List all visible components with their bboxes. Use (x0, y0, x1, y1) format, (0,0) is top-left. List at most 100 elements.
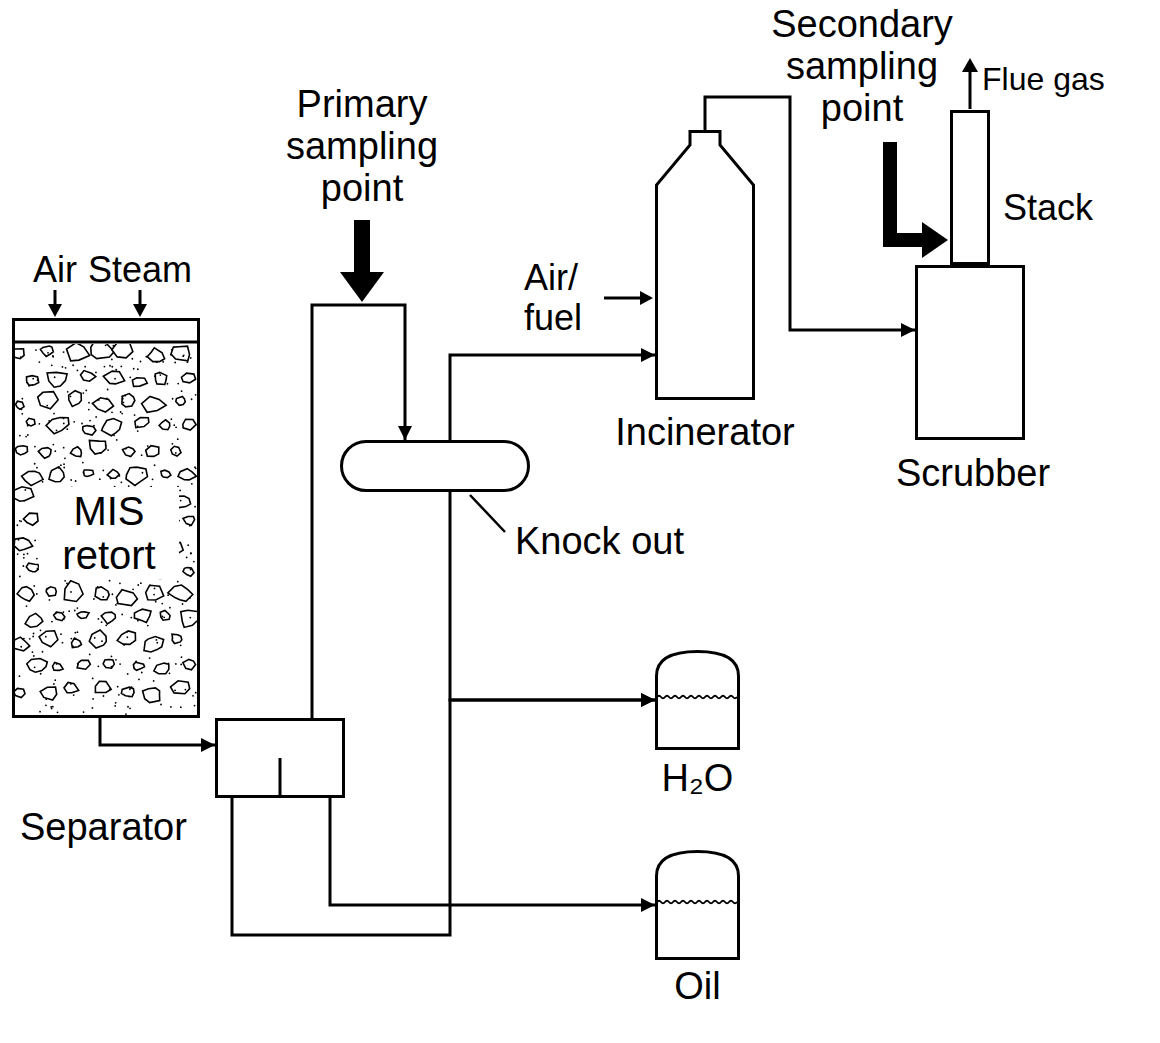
stipple-dot (156, 642, 158, 644)
stipple-dot (55, 612, 57, 614)
stipple-dot (175, 452, 177, 454)
stipple-dot (170, 418, 172, 420)
stipple-dot (110, 666, 112, 668)
stipple-dot (23, 557, 25, 559)
node-label: Oil (615, 966, 780, 1008)
rock (183, 568, 194, 577)
stipple-dot (20, 646, 22, 648)
stipple-dot (19, 675, 21, 677)
stipple-dot (194, 705, 196, 707)
rock (16, 401, 25, 409)
stipple-dot (93, 598, 95, 600)
rock (122, 394, 135, 407)
stipple-dot (111, 366, 113, 368)
storage-tank: Oil (655, 850, 740, 960)
vessel-outline (657, 132, 754, 399)
arrow-head (133, 304, 147, 317)
stipple-dot (63, 611, 65, 613)
stipple-dot (115, 659, 117, 661)
node-label: Knock out (515, 521, 730, 563)
stipple-dot (73, 694, 75, 696)
stipple-dot (25, 436, 27, 438)
rock (27, 659, 48, 673)
stipple-dot (94, 637, 96, 639)
stipple-dot (54, 376, 56, 378)
stipple-dot (177, 581, 179, 583)
arrow-head (48, 304, 62, 317)
stipple-dot (122, 398, 124, 400)
stipple-dot (17, 553, 19, 555)
stipple-dot (19, 576, 21, 578)
stipple-dot (48, 420, 50, 422)
stipple-dot (190, 569, 192, 571)
incinerator-vessel: Incinerator (655, 130, 755, 400)
rock (144, 637, 164, 653)
stipple-dot (64, 580, 66, 582)
stipple-dot (101, 640, 103, 642)
stipple-dot (19, 435, 21, 437)
stipple-dot (75, 480, 77, 482)
rock (72, 638, 82, 648)
stipple-dot (120, 366, 122, 368)
stipple-dot (105, 445, 107, 447)
liquid-level (657, 696, 737, 699)
rock (38, 448, 51, 459)
rock (26, 418, 35, 426)
rock (15, 637, 30, 651)
stipple-dot (111, 593, 113, 595)
rock (15, 349, 24, 359)
stipple-dot (120, 481, 122, 483)
stipple-dot (101, 621, 103, 623)
rock (15, 538, 33, 551)
rock (83, 470, 93, 477)
stipple-dot (95, 416, 97, 418)
stipple-dot (63, 618, 65, 620)
stipple-dot (72, 645, 74, 647)
stipple-dot (115, 369, 117, 371)
stipple-dot (175, 426, 177, 428)
stipple-dot (70, 683, 72, 685)
stipple-dot (58, 467, 60, 469)
stipple-dot (113, 434, 115, 436)
stipple-dot (134, 414, 136, 416)
stipple-dot (106, 398, 108, 400)
rock (54, 612, 65, 621)
sampling-arrow (340, 220, 384, 302)
rock (38, 392, 59, 409)
rock (77, 612, 89, 619)
stipple-dot (33, 585, 35, 587)
stipple-dot (63, 423, 65, 425)
stipple-dot (128, 696, 130, 698)
stipple-dot (184, 689, 186, 691)
rock (147, 348, 164, 362)
rock (22, 471, 43, 485)
rock (46, 587, 56, 596)
stipple-dot (49, 599, 51, 601)
stipple-dot (170, 706, 172, 708)
stipple-dot (68, 610, 70, 612)
rock (117, 631, 135, 645)
rock (83, 426, 96, 436)
bottle-outline (655, 130, 755, 400)
tank-outline (655, 650, 740, 750)
outlet-line (969, 70, 972, 109)
rock (81, 371, 96, 382)
stipple-dot (195, 394, 197, 396)
stipple-dot (83, 711, 85, 713)
stipple-dot (27, 434, 29, 436)
stipple-dot (115, 702, 117, 704)
rock (178, 469, 196, 480)
air-inlet-arrow (48, 290, 62, 317)
stipple-dot (52, 356, 54, 358)
rock (159, 420, 170, 430)
stipple-dot (27, 425, 29, 427)
arrow-head (640, 291, 653, 305)
stipple-dot (181, 390, 183, 392)
rock (102, 419, 122, 436)
stipple-dot (118, 694, 120, 696)
rock (39, 631, 58, 647)
stipple-dot (154, 464, 156, 466)
stipple-dot (63, 418, 65, 420)
stipple-dot (179, 490, 181, 492)
stipple-dot (168, 662, 170, 664)
